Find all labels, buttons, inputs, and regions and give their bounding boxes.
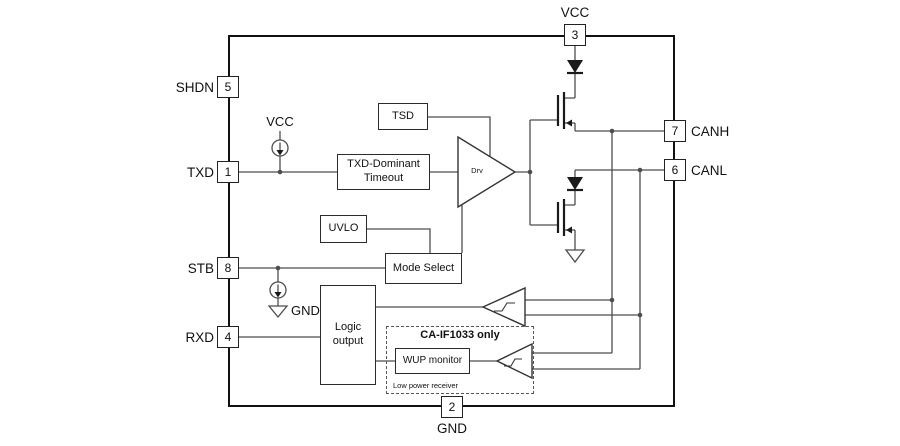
wup-monitor-block: WUP monitor: [395, 348, 470, 374]
wup-receiver-triangle: [495, 342, 533, 380]
wire-canh-sense-tap: [525, 131, 613, 354]
pin-box-txd: 1: [217, 161, 239, 183]
junction-dot: [527, 169, 533, 175]
driver-label: Drv: [471, 166, 483, 175]
pin-label-canh: CANH: [691, 124, 730, 139]
junction-dot: [609, 128, 615, 134]
junction-dot: [609, 297, 615, 303]
pin-box-vcc: 3: [564, 24, 586, 46]
pin-label-shdn: SHDN: [175, 80, 214, 95]
logic-output-block: Logic output: [320, 285, 376, 385]
pin-label-vcc: VCC: [560, 5, 590, 20]
pin-box-canl: 6: [664, 159, 686, 181]
junction-dot: [275, 265, 281, 271]
uvlo-block: UVLO: [320, 215, 367, 243]
junction-dot: [277, 169, 283, 175]
txd-current-source-arrowhead: [276, 150, 284, 156]
stb-ground-icon: [267, 305, 289, 319]
pin-box-stb: 8: [217, 257, 239, 279]
pin-label-rxd: RXD: [185, 330, 214, 345]
mode-select-block: Mode Select: [385, 253, 462, 284]
pin-box-rxd: 4: [217, 326, 239, 348]
driver-triangle: [457, 135, 517, 209]
highside-fet-arrow-icon: [566, 119, 572, 127]
gnd-internal-label: GND: [291, 303, 320, 318]
pin-box-shdn: 5: [217, 76, 239, 98]
pin-box-canh: 7: [664, 120, 686, 142]
highside-diode-icon: [567, 60, 583, 73]
variant-box-title: CA-IF1033 only: [420, 329, 500, 341]
pin-box-gnd: 2: [441, 396, 463, 418]
txd-dominant-timeout-block: TXD-Dominant Timeout: [337, 154, 430, 190]
vcc-internal-label: VCC: [266, 114, 294, 129]
wire-uvlo-to-modeselect: [367, 228, 431, 253]
lowside-diode-icon: [567, 177, 583, 190]
wire-canl-sense-tap: [525, 170, 641, 370]
junction-dot: [637, 167, 643, 173]
junction-dot: [637, 312, 643, 318]
lowside-ground-icon: [564, 249, 586, 264]
low-power-receiver-label: Low power receiver: [393, 381, 459, 390]
pin-label-canl: CANL: [691, 163, 728, 178]
wup-receiver-hysteresis-icon: [504, 358, 522, 367]
pin-label-gnd: GND: [437, 421, 467, 436]
pin-label-stb: STB: [187, 261, 214, 276]
receiver-hysteresis-icon: [494, 302, 515, 312]
lowside-fet-arrow-icon: [566, 226, 572, 234]
pin-label-txd: TXD: [187, 165, 214, 180]
variant-box: [386, 326, 534, 394]
stb-current-source-arrowhead: [274, 292, 282, 298]
tsd-block: TSD: [378, 103, 428, 130]
wire-tsd-to-driver: [428, 116, 491, 156]
